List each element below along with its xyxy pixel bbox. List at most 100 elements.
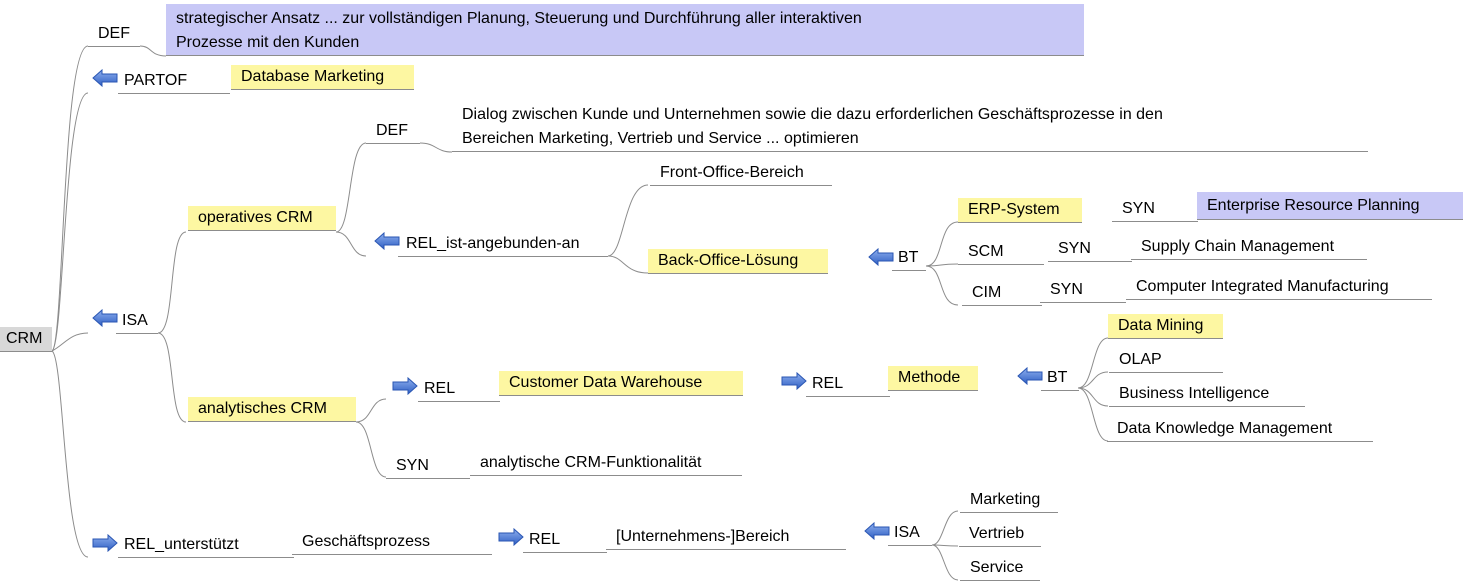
- link-bt2-olap: [1077, 371, 1109, 389]
- arrow-left-icon: [374, 232, 400, 250]
- node-op-def[interactable]: DEF: [366, 119, 420, 144]
- node-isa-label: ISA: [122, 312, 148, 329]
- node-data-mining[interactable]: Data Mining: [1108, 314, 1223, 339]
- link-bt1-scm: [925, 263, 959, 267]
- arrow-left-icon: [1017, 367, 1043, 385]
- node-back-office-label: Back-Office-Lösung: [658, 252, 799, 269]
- link-crm-def: [51, 45, 89, 352]
- link-isa-bereich-marketing: [931, 510, 959, 546]
- node-scm[interactable]: SCM: [958, 240, 1044, 265]
- definition-op-line-2: Bereichen Marketing, Vertrieb und Servic…: [462, 130, 859, 147]
- link-crm-relunt: [51, 350, 89, 558]
- node-customer-data-warehouse[interactable]: Customer Data Warehouse: [499, 371, 743, 396]
- link-crm-partof: [51, 92, 89, 352]
- link-op-rel: [335, 231, 367, 257]
- node-olap-label: OLAP: [1119, 351, 1162, 368]
- node-bt-1[interactable]: BT: [892, 246, 926, 271]
- link-an-syn: [355, 421, 387, 478]
- node-methode-label: Methode: [898, 369, 961, 386]
- link-rel-back: [607, 255, 649, 274]
- arrow-right-icon: [92, 534, 118, 552]
- node-rel-analytisch[interactable]: REL: [418, 377, 500, 402]
- node-unternehmens-bereich[interactable]: [Unternehmens-]Bereich: [606, 525, 846, 550]
- node-methode[interactable]: Methode: [888, 366, 978, 391]
- node-isa-bereich[interactable]: ISA: [888, 521, 932, 546]
- node-cim[interactable]: CIM: [962, 281, 1042, 306]
- node-data-mining-label: Data Mining: [1118, 317, 1204, 334]
- node-erp-system[interactable]: ERP-System: [958, 198, 1082, 223]
- node-bt-2-label: BT: [1047, 369, 1068, 386]
- definition-crm-line-1: strategischer Ansatz ... zur vollständig…: [176, 10, 862, 27]
- link-rel-front: [607, 184, 649, 257]
- arrow-left-icon: [864, 522, 890, 540]
- node-analytisches-crm[interactable]: analytisches CRM: [188, 397, 356, 422]
- link-def-text: [139, 45, 167, 57]
- arrow-left-icon: [868, 248, 894, 266]
- arrow-right-icon: [498, 528, 524, 546]
- node-isa[interactable]: ISA: [116, 309, 158, 334]
- node-isa-bereich-label: ISA: [894, 524, 920, 541]
- node-supply-chain-management[interactable]: Supply Chain Management: [1131, 235, 1367, 260]
- node-geschaeftsprozess-label: Geschäftsprozess: [302, 533, 431, 550]
- node-rel-angebunden[interactable]: REL_ist-angebunden-an: [398, 232, 608, 257]
- link-bt1-erp: [925, 221, 959, 267]
- link-bt1-cim: [925, 265, 959, 306]
- node-marketing[interactable]: Marketing: [960, 488, 1058, 513]
- node-syn-cim-label: SYN: [1050, 281, 1083, 298]
- definition-operatives-crm[interactable]: Dialog zwischen Kunde und Unternehmen so…: [452, 103, 1368, 152]
- node-partof[interactable]: PARTOF: [118, 69, 230, 94]
- definition-crm[interactable]: strategischer Ansatz ... zur vollständig…: [166, 4, 1084, 56]
- link-crm-isa: [51, 332, 89, 352]
- link-bt2-dm: [1077, 337, 1109, 389]
- node-front-office[interactable]: Front-Office-Bereich: [650, 161, 832, 186]
- node-cim-label: CIM: [972, 284, 1002, 301]
- node-syn-scm-label: SYN: [1058, 240, 1091, 257]
- root-label: CRM: [6, 330, 43, 347]
- arrow-left-icon: [92, 309, 118, 327]
- node-rel-analytisch-label: REL: [424, 380, 456, 397]
- node-rel-unterstuetzt[interactable]: REL_unterstützt: [118, 533, 294, 558]
- node-geschaeftsprozess[interactable]: Geschäftsprozess: [292, 530, 492, 555]
- link-an-rel: [355, 398, 387, 423]
- node-syn-analytisch[interactable]: SYN: [386, 454, 470, 479]
- link-opdef-text: [419, 142, 453, 153]
- node-database-marketing[interactable]: Database Marketing: [231, 65, 414, 90]
- node-vertrieb[interactable]: Vertrieb: [959, 522, 1041, 547]
- node-def-top-label: DEF: [98, 25, 130, 42]
- node-bt-2[interactable]: BT: [1041, 366, 1079, 391]
- node-computer-integrated-manufacturing[interactable]: Computer Integrated Manufacturing: [1126, 275, 1432, 300]
- node-syn-scm[interactable]: SYN: [1048, 237, 1132, 262]
- node-business-intelligence[interactable]: Business Intelligence: [1109, 382, 1305, 407]
- definition-op-line-1: Dialog zwischen Kunde und Unternehmen so…: [462, 106, 1163, 123]
- node-op-def-label: DEF: [376, 122, 408, 139]
- node-syn-cim[interactable]: SYN: [1040, 278, 1126, 303]
- node-data-knowledge-management[interactable]: Data Knowledge Management: [1107, 417, 1373, 442]
- node-cdw-label: Customer Data Warehouse: [509, 374, 703, 391]
- node-service[interactable]: Service: [960, 556, 1040, 581]
- node-rel-gp-label: REL: [529, 531, 561, 548]
- node-erp-full-label: Enterprise Resource Planning: [1207, 197, 1420, 214]
- link-isa-bereich-vertrieb: [931, 544, 959, 547]
- node-enterprise-resource-planning[interactable]: Enterprise Resource Planning: [1197, 192, 1463, 220]
- node-olap[interactable]: OLAP: [1109, 348, 1223, 373]
- node-back-office[interactable]: Back-Office-Lösung: [648, 249, 828, 274]
- node-marketing-label: Marketing: [970, 491, 1041, 508]
- node-syn-erp-label: SYN: [1122, 200, 1155, 217]
- node-partof-label: PARTOF: [124, 72, 188, 89]
- node-analytische-funktionalitaet[interactable]: analytische CRM-Funktionalität: [470, 451, 742, 476]
- node-analytisches-crm-label: analytisches CRM: [198, 400, 327, 417]
- node-operatives-crm-label: operatives CRM: [198, 209, 313, 226]
- node-def-top[interactable]: DEF: [88, 22, 140, 47]
- node-rel-cdw-label: REL: [812, 375, 844, 392]
- node-bi-label: Business Intelligence: [1119, 385, 1270, 402]
- node-syn-erp[interactable]: SYN: [1112, 197, 1198, 222]
- node-rel-gp[interactable]: REL: [523, 528, 607, 553]
- node-erp-system-label: ERP-System: [968, 201, 1060, 218]
- root-node-crm[interactable]: CRM: [0, 327, 52, 352]
- node-operatives-crm[interactable]: operatives CRM: [188, 206, 336, 231]
- node-scm-label: SCM: [968, 243, 1004, 260]
- link-isa-op: [157, 231, 187, 334]
- node-rel-cdw[interactable]: REL: [806, 372, 890, 397]
